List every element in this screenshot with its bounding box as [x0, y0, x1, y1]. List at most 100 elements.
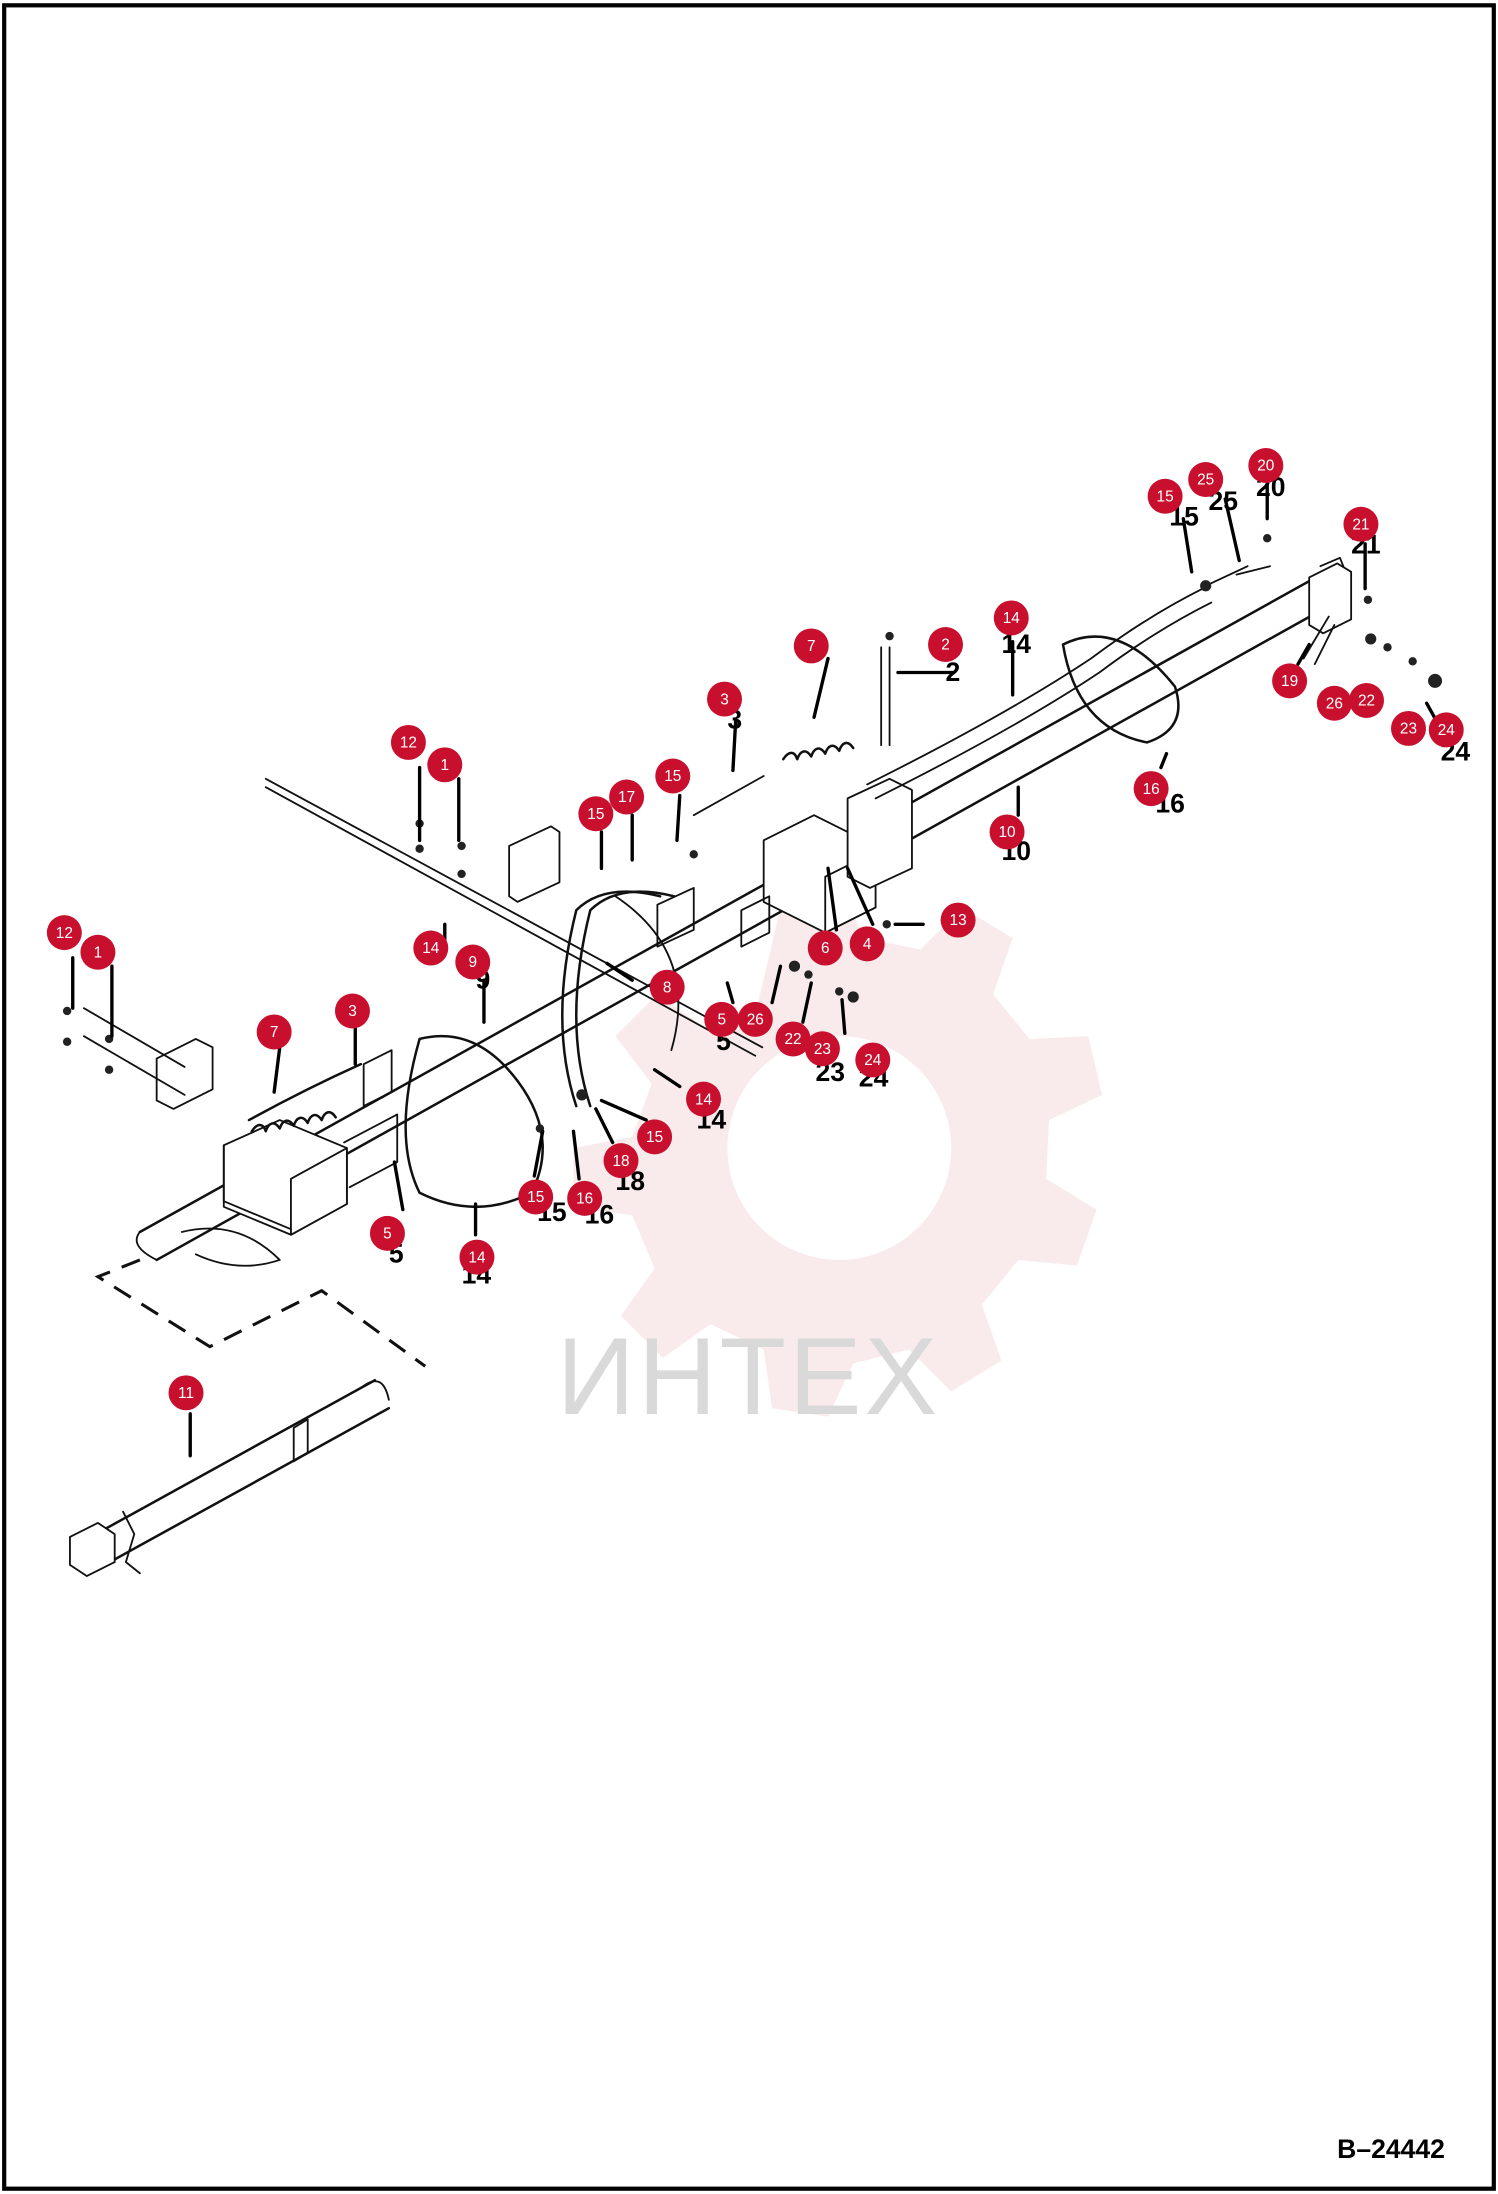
callout-marker[interactable]: 6	[807, 930, 843, 966]
callout-circle	[334, 993, 370, 1029]
callout-marker[interactable]: 16	[567, 1180, 603, 1216]
callout-circle	[940, 902, 976, 938]
callout-marker[interactable]: 1	[427, 747, 463, 783]
callout-marker[interactable]: 14	[413, 930, 449, 966]
callout-circle	[1248, 448, 1284, 483]
callout-marker[interactable]: 9	[455, 944, 491, 980]
callout-marker[interactable]: 1	[80, 934, 116, 970]
leader-line	[272, 1045, 282, 1094]
drawing-id: B–24442	[1337, 2134, 1445, 2164]
callout-marker[interactable]: 14	[993, 600, 1029, 636]
callout-number: 4	[863, 936, 872, 953]
callout-marker[interactable]: 23	[1391, 710, 1426, 746]
callout-circle	[80, 934, 116, 970]
callout-marker[interactable]: 13	[940, 902, 976, 938]
callout-marker[interactable]: 22	[775, 1021, 811, 1057]
leader-line	[1181, 516, 1194, 574]
reference-dashes	[94, 1258, 427, 1368]
callout-marker[interactable]: 20	[1248, 448, 1284, 483]
callout-circle	[390, 724, 426, 760]
callout-circle	[1316, 685, 1352, 721]
callout-circle	[578, 796, 614, 832]
callout-marker[interactable]: 15	[578, 796, 614, 832]
callout-circle	[609, 779, 645, 815]
callout-marker[interactable]: 11	[168, 1375, 204, 1411]
leader-line	[675, 793, 682, 843]
callout-marker[interactable]: 8	[649, 969, 685, 1005]
callout-circle	[603, 1143, 639, 1179]
callout-marker[interactable]: 17	[609, 779, 645, 815]
callout-marker[interactable]: 26	[737, 1001, 773, 1037]
callout-number: 21	[1352, 516, 1369, 533]
callout-circle	[793, 628, 829, 664]
callout-number: 16	[1143, 781, 1160, 798]
callout-number: 23	[1400, 721, 1417, 738]
callout-marker[interactable]: 25	[1188, 461, 1224, 497]
rear-rod	[264, 777, 764, 1057]
leader-line	[826, 866, 839, 932]
callout-marker[interactable]: 15	[637, 1119, 673, 1155]
callout-circle	[1272, 663, 1308, 699]
callout-number: 15	[1157, 488, 1174, 505]
callout-number: 15	[664, 768, 681, 785]
callout-circle	[168, 1375, 204, 1411]
callout-marker[interactable]: 3	[334, 993, 370, 1029]
callout-marker[interactable]: 12	[46, 915, 82, 951]
callout-circle	[518, 1179, 554, 1215]
callout-marker[interactable]: 14	[459, 1239, 495, 1275]
callout-marker[interactable]: 15	[655, 758, 691, 794]
callout-number: 6	[821, 940, 830, 957]
callout-marker[interactable]: 2	[928, 627, 963, 663]
callout-marker[interactable]: 12	[390, 724, 426, 760]
callout-circle	[455, 944, 491, 980]
callout-number: 10	[999, 824, 1016, 841]
callout-number: 8	[663, 979, 672, 996]
leader-line	[1223, 497, 1241, 563]
callout-circle	[649, 969, 685, 1005]
callout-marker[interactable]: 24	[1428, 712, 1464, 748]
left-bracket	[83, 1007, 399, 1267]
leader-line	[1159, 751, 1169, 770]
callout-marker[interactable]: 22	[1349, 682, 1385, 718]
leader-line	[845, 866, 875, 926]
callout-marker[interactable]: 15	[1147, 478, 1183, 514]
callout-number: 17	[618, 789, 635, 806]
callout-marker[interactable]: 19	[1272, 663, 1308, 699]
callout-marker[interactable]: 3	[707, 681, 743, 717]
callout-marker[interactable]: 23	[804, 1031, 840, 1067]
page-frame	[2, 3, 1496, 2191]
callout-marker[interactable]: 7	[256, 1014, 292, 1050]
leader-line	[1296, 642, 1311, 666]
callout-circle	[1343, 506, 1379, 542]
callout-marker[interactable]: 5	[704, 1001, 740, 1037]
callout-marker[interactable]: 24	[855, 1042, 891, 1078]
callout-circle	[655, 758, 691, 794]
callout-marker[interactable]: 15	[518, 1179, 554, 1215]
callout-number: 22	[785, 1031, 802, 1048]
callout-marker[interactable]: 14	[686, 1081, 722, 1117]
callout-circle	[1391, 710, 1426, 746]
callout-circle	[775, 1021, 811, 1057]
callout-circle	[804, 1031, 840, 1067]
callout-number: 19	[1281, 673, 1298, 690]
callout-marker[interactable]: 18	[603, 1143, 639, 1179]
callout-marker[interactable]: 7	[793, 628, 829, 664]
leader-line	[605, 961, 634, 982]
callout-marker[interactable]: 21	[1343, 506, 1379, 542]
callout-marker[interactable]: 16	[1133, 771, 1169, 807]
leader-line	[840, 998, 847, 1036]
callout-circle	[46, 915, 82, 951]
leader-line	[392, 1160, 405, 1212]
callout-marker[interactable]: 4	[849, 926, 885, 962]
callout-marker[interactable]: 26	[1316, 685, 1352, 721]
callout-marker[interactable]: 5	[369, 1215, 405, 1251]
callout-marker[interactable]: 10	[989, 814, 1025, 850]
callout-circle	[928, 627, 963, 663]
callout-circle	[413, 930, 449, 966]
callout-circle	[1133, 771, 1169, 807]
leader-line	[532, 1129, 545, 1178]
leader-line	[725, 981, 735, 1005]
callout-number: 15	[646, 1129, 663, 1146]
right-bracket	[1204, 562, 1353, 666]
callout-circle	[459, 1239, 495, 1275]
